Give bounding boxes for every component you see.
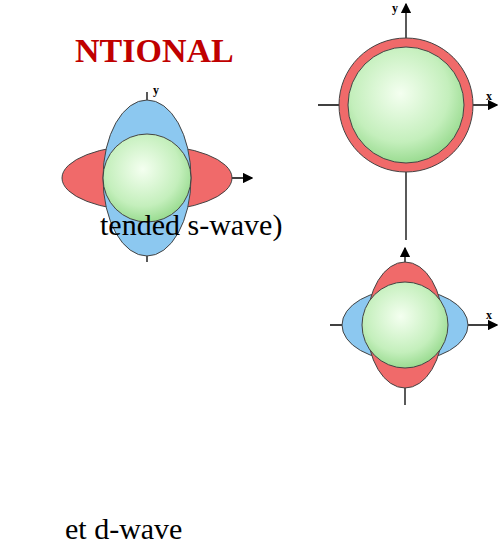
d-wave-figure (330, 248, 497, 405)
axis-label: x (486, 90, 492, 103)
axis-label: y (392, 2, 398, 15)
s-wave-figure (318, 4, 497, 240)
section-heading: NTIONAL (75, 32, 234, 69)
gap-type-text: tended s-wave) (100, 208, 282, 241)
gap-type-text: et d-wave (65, 512, 182, 545)
axis-label: x (486, 309, 492, 322)
axis-label: y (153, 84, 159, 97)
